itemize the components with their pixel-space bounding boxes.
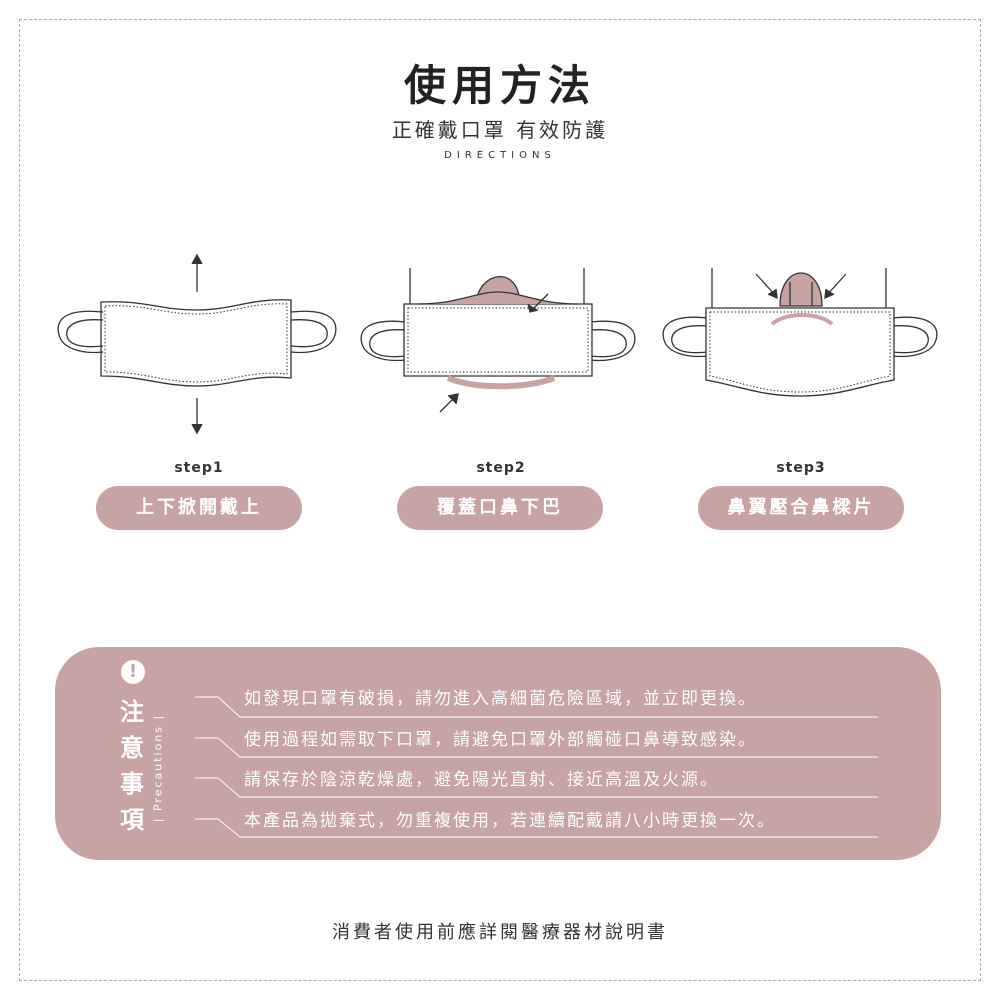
page-english-title: DIRECTIONS <box>444 150 556 161</box>
mask-press-nose-icon <box>662 268 938 397</box>
page-subtitle: 正確戴口罩 有效防護 <box>391 118 609 142</box>
step1-label: step1 <box>174 460 224 476</box>
step3-label: step3 <box>776 460 826 476</box>
precaution-item: 使用過程如需取下口罩，請避免口罩外部觸碰口鼻導致感染。 <box>244 730 757 750</box>
footer-notice: 消費者使用前應詳閱醫療器材說明書 <box>332 922 668 943</box>
precaution-item: 請保存於陰涼乾燥處，避免陽光直射、接近高溫及火源。 <box>244 770 719 790</box>
dashed-frame <box>19 19 981 981</box>
step2-label: step2 <box>476 460 526 476</box>
step1-action-badge: 上下掀開戴上 <box>96 486 302 530</box>
precautions-panel <box>55 647 941 860</box>
exclamation-icon: ! <box>121 660 145 684</box>
precaution-item: 如發現口罩有破損，請勿進入高細菌危險區域，並立即更換。 <box>244 689 757 709</box>
step2-action-badge: 覆蓋口鼻下巴 <box>397 486 603 530</box>
mask-cover-face-icon <box>360 268 636 413</box>
step3-action-badge: 鼻翼壓合鼻樑片 <box>698 486 904 530</box>
precautions-title: 注意事項 <box>120 698 144 834</box>
page-title: 使用方法 <box>403 61 596 110</box>
mask-stretch-icon <box>57 253 337 435</box>
precaution-item: 本產品為拋棄式，勿重複使用，若連續配戴請八小時更換一次。 <box>244 811 776 831</box>
